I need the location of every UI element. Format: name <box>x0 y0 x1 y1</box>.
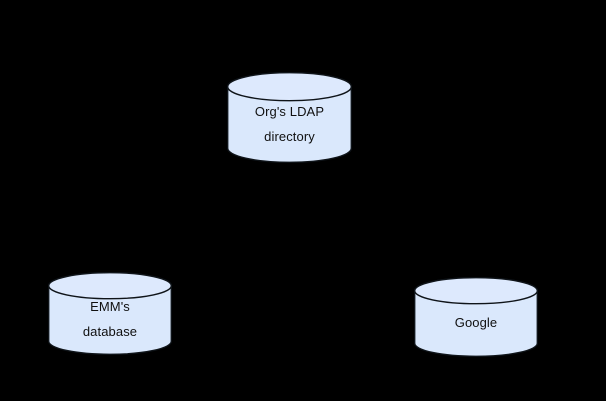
database-cylinder-icon <box>413 277 539 357</box>
database-cylinder-icon <box>47 272 173 355</box>
database-cylinder-icon <box>226 72 353 163</box>
node-ldap-directory[interactable]: Org's LDAP directory <box>226 72 353 163</box>
node-google[interactable]: Google <box>413 277 539 357</box>
node-emm-database[interactable]: EMM's database <box>47 272 173 355</box>
